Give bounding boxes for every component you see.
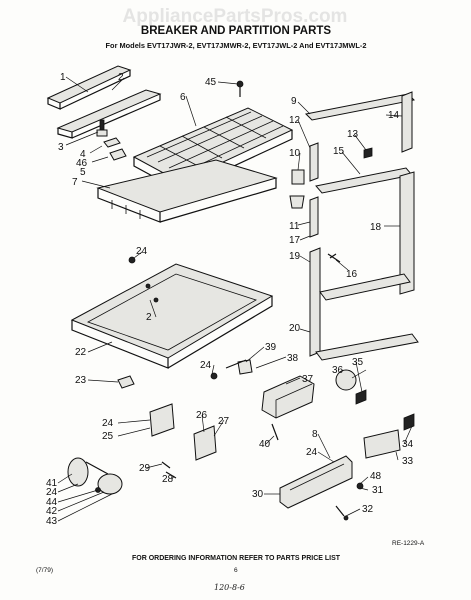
callout-43: 43 [46, 516, 58, 527]
callout-7: 7 [72, 177, 78, 188]
callout-24-right: 24 [306, 447, 318, 458]
lamp-socket-part [67, 457, 123, 495]
callout-36: 36 [332, 365, 344, 376]
control-panel-part [279, 455, 364, 521]
callout-42: 42 [46, 506, 58, 517]
callout-4: 4 [80, 149, 86, 160]
callout-24-upper: 24 [136, 246, 148, 257]
callout-31: 31 [372, 485, 384, 496]
callout-9: 9 [291, 96, 297, 107]
page-number: 6 [234, 567, 238, 574]
cam-knob-part [289, 169, 305, 209]
callout-29: 29 [139, 463, 151, 474]
callout-5: 5 [80, 167, 86, 178]
callout-24-mid: 24 [200, 360, 212, 371]
callout-30: 30 [252, 489, 264, 500]
small-cover-part [403, 413, 415, 431]
screw-40-part [271, 423, 279, 441]
callout-2: 2 [118, 72, 124, 83]
rivet-part [128, 256, 136, 264]
callout-28: 28 [162, 474, 174, 485]
damper-bracket-part [149, 403, 175, 437]
callout-27: 27 [218, 416, 230, 427]
cover-plate-part [363, 429, 401, 459]
callout-33: 33 [402, 456, 414, 467]
ordering-notice: FOR ORDERING INFORMATION REFER TO PARTS … [132, 555, 341, 562]
callout-40: 40 [259, 439, 271, 450]
callout-16: 16 [346, 269, 358, 280]
callout-35: 35 [352, 357, 364, 368]
callout-24-left: 24 [102, 418, 114, 429]
control-knob-part [335, 369, 367, 405]
callout-20: 20 [289, 323, 301, 334]
callout-26: 26 [196, 410, 208, 421]
drawing-code: RE-1229-A [392, 540, 425, 547]
breaker-strip-part [304, 93, 416, 121]
callout-46: 46 [76, 158, 88, 169]
callout-12: 12 [289, 115, 301, 126]
callout-17: 17 [289, 235, 301, 246]
partition-panel-part [70, 263, 274, 369]
callout-22: 22 [75, 347, 87, 358]
callout-11: 11 [289, 221, 300, 232]
callout-18: 18 [370, 222, 382, 233]
handwritten-note: 120-8-6 [214, 583, 245, 592]
screw-part [236, 80, 244, 97]
bottom-rail-part [315, 333, 419, 361]
callout-32: 32 [362, 504, 374, 515]
models-subtitle: For Models EVT17JWR-2, EVT17JMWR-2, EVT1… [106, 41, 367, 50]
callout-13: 13 [347, 129, 359, 140]
callout-25: 25 [102, 431, 114, 442]
callout-34: 34 [402, 439, 414, 450]
leader-lines [57, 76, 413, 522]
callout-2-lower: 2 [146, 312, 152, 323]
callout-23: 23 [75, 375, 87, 386]
panel-clip-part [117, 375, 135, 389]
callout-1: 1 [60, 72, 66, 83]
callout-numbers: 1 2 3 4 46 5 7 45 6 9 12 14 13 10 15 11 … [46, 72, 414, 527]
callout-41: 41 [46, 478, 58, 489]
callout-15: 15 [333, 146, 345, 157]
watermark: AppliancePartsPros.com [123, 6, 348, 27]
center-rail-part [319, 273, 411, 301]
partition-strip-part [315, 167, 413, 194]
callout-37: 37 [302, 374, 314, 385]
callout-44: 44 [46, 497, 58, 508]
callout-14: 14 [388, 110, 400, 121]
callout-8: 8 [312, 429, 318, 440]
spring-part [327, 253, 341, 263]
callout-38: 38 [287, 353, 299, 364]
right-frame-strip-part [399, 171, 415, 295]
callout-45: 45 [205, 77, 217, 88]
callout-39: 39 [265, 342, 277, 353]
control-housing-part [210, 359, 315, 419]
callout-24-bottom: 24 [46, 487, 58, 498]
trim-rail-part [46, 65, 162, 139]
left-strip-upper-part [309, 142, 319, 182]
callout-10: 10 [289, 148, 301, 159]
bracket-part [363, 147, 373, 159]
left-strip-lower-part [309, 196, 319, 238]
callout-3: 3 [58, 142, 64, 153]
small-screws-part [161, 461, 177, 479]
print-date: (7/79) [36, 567, 53, 574]
vertical-strip-part [401, 91, 413, 153]
clip-parts [96, 119, 127, 161]
callout-6: 6 [180, 92, 186, 103]
lower-left-strip-part [309, 247, 321, 357]
callout-48: 48 [370, 471, 382, 482]
diagram-title: BREAKER AND PARTITION PARTS [141, 25, 332, 37]
callout-19: 19 [289, 251, 301, 262]
damper-part [193, 425, 217, 461]
breaker-tray-part [96, 159, 278, 223]
